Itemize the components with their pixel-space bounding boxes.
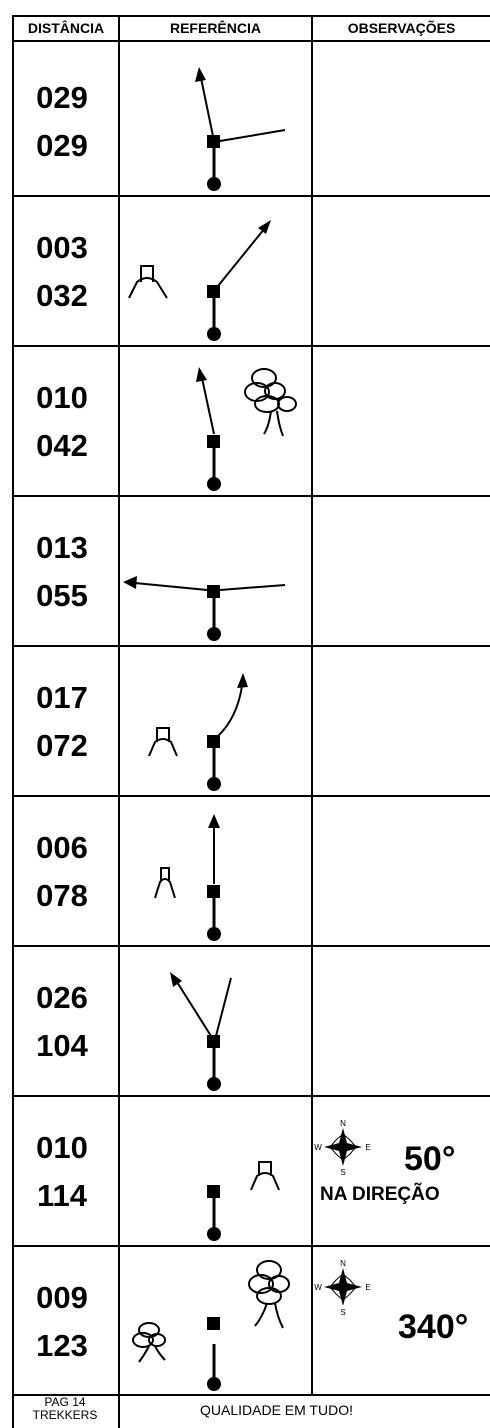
partial-distance: 029	[36, 80, 88, 115]
reference-diagram-row-4	[123, 576, 286, 641]
reference-diagram-row-9	[132, 1260, 290, 1391]
compass-s: S	[340, 1168, 345, 1176]
footer-slogan: QUALIDADE EM TUDO!	[200, 1402, 353, 1418]
header-bottom-border	[12, 40, 490, 42]
row-divider	[12, 495, 490, 497]
header-reference: REFERÊNCIA	[169, 20, 261, 36]
table-left-border	[12, 15, 14, 1428]
bearing-value: 50°	[404, 1140, 456, 1178]
compass-rose-icon: N S E W	[314, 1259, 370, 1316]
reference-diagram-row-3	[196, 367, 297, 491]
reference-diagram-row-5	[148, 673, 248, 791]
reference-diagram-row-6	[154, 814, 221, 941]
total-distance: 032	[36, 278, 88, 313]
page-footer-info: PAG 14 TREKKERS	[12, 1396, 118, 1422]
row-divider	[12, 645, 490, 647]
bearing-value: 340°	[398, 1308, 469, 1346]
total-distance: 123	[36, 1328, 88, 1363]
compass-n: N	[340, 1259, 346, 1268]
total-distance: 078	[36, 878, 88, 913]
row-divider	[12, 345, 490, 347]
column-divider	[311, 15, 313, 1395]
table-top-border	[12, 15, 490, 17]
reference-diagram-row-2	[128, 220, 271, 341]
footer-divider	[12, 1394, 490, 1396]
compass-w: W	[314, 1283, 322, 1292]
partial-distance: 010	[36, 380, 88, 415]
row-divider	[12, 795, 490, 797]
compass-n: N	[340, 1119, 346, 1128]
reference-diagram-row-8	[207, 1161, 280, 1241]
compass-s: S	[340, 1308, 345, 1316]
header-observations: OBSERVAÇÕES	[347, 20, 456, 36]
total-distance: 114	[36, 1178, 87, 1213]
total-distance: 055	[36, 578, 88, 613]
partial-distance: 009	[36, 1280, 88, 1315]
reference-diagram-row-1	[195, 67, 286, 191]
row-divider	[12, 195, 490, 197]
header-distance: DISTÂNCIA	[27, 20, 105, 36]
reference-diagram-row-7	[170, 972, 232, 1091]
row-divider	[12, 945, 490, 947]
partial-distance: 010	[36, 1130, 88, 1165]
page-number: PAG 14	[44, 1395, 86, 1409]
partial-distance: 017	[36, 680, 88, 715]
partial-distance: 003	[36, 230, 88, 265]
total-distance: 104	[36, 1028, 88, 1063]
observation-cell-row-8: N S E W 50° NA DIREÇÃO	[312, 1106, 490, 1242]
compass-w: W	[314, 1143, 322, 1152]
compass-rose-icon: N S E W	[314, 1119, 370, 1176]
row-divider	[12, 1245, 490, 1247]
compass-e: E	[365, 1283, 370, 1292]
partial-distance: 006	[36, 830, 88, 865]
column-divider	[118, 15, 120, 1428]
compass-e: E	[365, 1143, 370, 1152]
direction-note: NA DIREÇÃO	[320, 1184, 440, 1205]
total-distance: 042	[36, 428, 88, 463]
row-divider	[12, 1095, 490, 1097]
partial-distance: 013	[36, 530, 88, 565]
total-distance: 072	[36, 728, 88, 763]
partial-distance: 026	[36, 980, 88, 1015]
observation-cell-row-9: N S E W 340°	[312, 1256, 490, 1392]
brand-name: TREKKERS	[32, 1408, 98, 1422]
total-distance: 029	[36, 128, 88, 163]
